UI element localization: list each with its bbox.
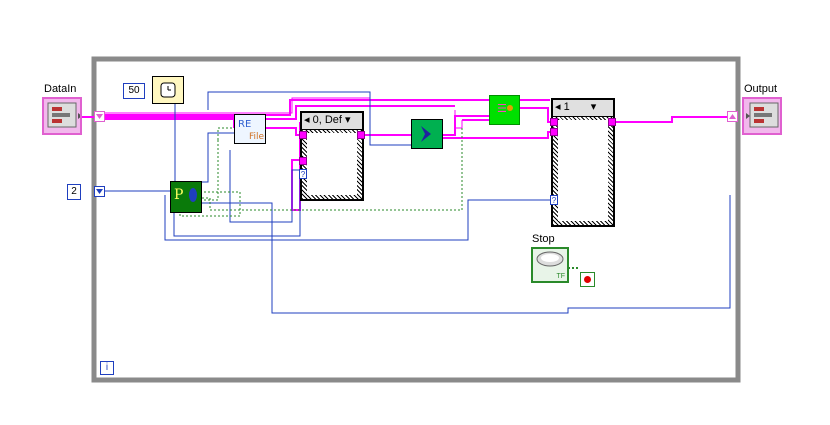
loop-condition-terminal[interactable] <box>580 272 595 287</box>
case-selector-1[interactable]: ◂ 0, Def ▾ <box>302 113 362 130</box>
case1-tunnel-in-2 <box>299 157 307 165</box>
wait-ms-constant[interactable]: 50 <box>123 83 145 99</box>
cluster-in-icon <box>47 102 82 128</box>
case-selector-value-2: 1 <box>563 101 570 113</box>
stop-bool-tag: TF <box>556 273 565 280</box>
case-selector-left-arrow[interactable]: ◂ <box>304 114 310 126</box>
case-interior-1 <box>307 133 357 195</box>
regex-file-icon[interactable]: RE File <box>234 114 266 144</box>
svg-text:RE: RE <box>238 119 251 130</box>
output-terminal[interactable] <box>742 97 782 135</box>
case1-tunnel-out <box>357 131 365 139</box>
bundle-vi-icon[interactable]: ☰ <box>489 95 520 125</box>
pattern-match-icon[interactable]: P <box>170 181 202 213</box>
cluster-wire <box>82 99 728 211</box>
case-structure-2[interactable]: ◂ 1 ▾ <box>551 98 615 227</box>
output-label: Output <box>744 83 778 95</box>
cluster-out-icon <box>746 102 779 128</box>
case1-tunnel-in <box>299 131 307 139</box>
stop-label: Stop <box>532 233 555 245</box>
data-in-terminal[interactable] <box>42 97 82 135</box>
case2-selector-terminal: ? <box>550 195 558 205</box>
wait-ms-icon[interactable] <box>152 76 184 104</box>
case-interior-2 <box>558 120 608 221</box>
svg-text:P: P <box>174 187 183 203</box>
case2-tunnel-out <box>608 118 616 126</box>
data-in-tunnel <box>94 111 105 122</box>
case-selector-value-1: 0, Def <box>312 114 342 126</box>
case-structure-1[interactable]: ◂ 0, Def ▾ <box>300 111 364 201</box>
numeric-wire <box>105 91 731 314</box>
bool-wire <box>179 126 463 217</box>
output-tunnel <box>727 111 738 122</box>
case-selector-2[interactable]: ◂ 1 ▾ <box>553 100 613 117</box>
count-constant[interactable]: 2 <box>67 184 81 200</box>
iteration-terminal: i <box>100 361 114 375</box>
subvi-arrow-icon[interactable] <box>411 119 443 149</box>
case-selector-left-arrow-2[interactable]: ◂ <box>555 101 561 113</box>
case2-tunnel-in-2 <box>550 128 558 136</box>
stop-condition-icon <box>584 276 591 283</box>
case2-tunnel-in <box>550 118 558 126</box>
count-tunnel <box>94 186 105 197</box>
svg-text:File: File <box>249 132 265 142</box>
stop-button-icon[interactable]: TF <box>531 247 569 283</box>
svg-text:☰: ☰ <box>497 102 507 115</box>
case1-selector-terminal: ? <box>299 169 307 179</box>
case-selector-dropdown-2[interactable]: ▾ <box>590 101 597 113</box>
while-loop-border <box>91 56 741 383</box>
case-selector-dropdown[interactable]: ▾ <box>345 114 351 126</box>
data-in-label: DataIn <box>44 83 77 95</box>
